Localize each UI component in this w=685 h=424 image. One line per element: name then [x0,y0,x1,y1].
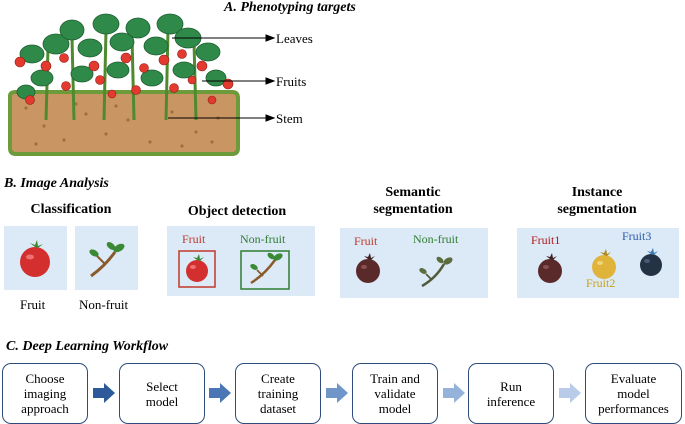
section-a-title: A. Phenotyping targets [224,0,356,15]
classification-fruit-label: Fruit [20,297,46,312]
semantic-segmentation-scene [356,253,453,288]
instance-fruit1-label: Fruit1 [531,233,561,247]
arrow-right-icon [209,383,231,403]
workflow-step-evaluate: Evaluate model performances [585,363,682,424]
section-b-title: B. Image Analysis [4,176,109,191]
object-detection-scene [178,250,290,290]
instance-fruit2-label: Fruit2 [586,276,616,290]
workflow-step-label: Run inference [486,378,536,409]
classification-nonfruit-panel [75,226,138,290]
tomato-plants-illustration [8,13,276,156]
arrow-right-icon [326,383,348,403]
arrow-right-icon [559,383,581,403]
workflow-step-label: Create training dataset [257,371,299,416]
semantic-nonfruit-label: Non-fruit [413,232,459,246]
tomato-icon [20,240,50,277]
object-detection-nonfruit-label: Non-fruit [240,232,286,246]
classification-title: Classification [30,202,112,217]
workflow-step-select-model: Select model [119,363,205,424]
workflow-step-label: Train and validate model [370,371,420,416]
workflow-step-label: Select model [145,378,179,409]
instance-segmentation-panel [517,228,679,298]
section-c-title: C. Deep Learning Workflow [6,339,169,354]
fruit-bounding-box [178,250,216,288]
classification-nonfruit-label: Non-fruit [79,297,129,312]
branch-icon [89,242,125,278]
classification-fruit-panel [4,226,67,290]
workflow-step-train-validate: Train and validate model [352,363,438,424]
fruit2-icon [592,255,616,279]
leaves-label: Leaves [276,31,313,46]
object-detection-title: Object detection [187,204,287,219]
arrow-right-icon [93,383,115,403]
nonfruit-bounding-box [240,250,290,290]
fruit3-icon [640,254,662,276]
workflow-step-choose-imaging: Choose imaging approach [2,363,88,424]
object-detection-fruit-label: Fruit [182,232,206,246]
instance-segmentation-scene [538,248,662,283]
instance-fruit3-label: Fruit3 [622,229,652,243]
stem-label: Stem [276,111,303,126]
object-detection-panel [167,226,315,296]
semantic-fruit-label: Fruit [354,234,378,248]
workflow-step-label: Evaluate model performances [598,371,669,416]
instance-segmentation-title: Instance segmentation [557,185,637,217]
arrow-right-icon [443,383,465,403]
fruits-label: Fruits [276,74,307,89]
semantic-segmentation-panel [340,228,488,298]
workflow-step-create-dataset: Create training dataset [235,363,321,424]
workflow-step-label: Choose imaging approach [21,371,69,416]
workflow-step-run-inference: Run inference [468,363,554,424]
fruit1-icon [538,259,562,283]
semantic-segmentation-title: Semantic segmentation [373,185,453,217]
